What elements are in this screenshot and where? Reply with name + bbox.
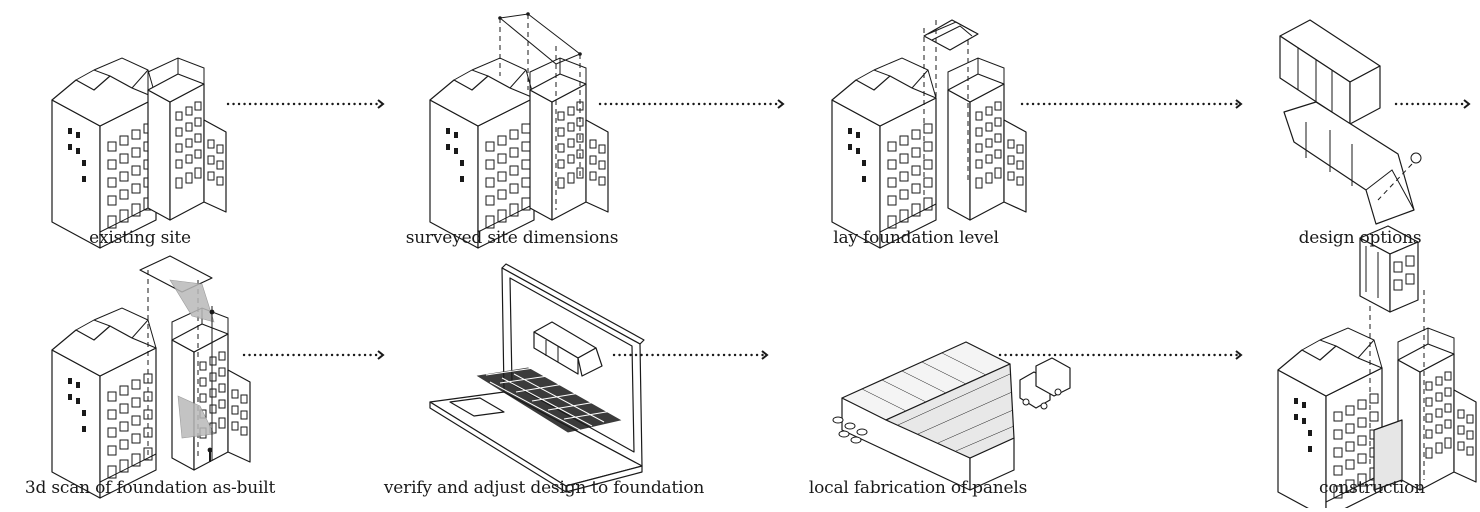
caption-3d-scan: 3d scan of foundation as-built xyxy=(24,478,276,498)
caption-construction: construction xyxy=(1319,478,1425,498)
existing-site-illustration xyxy=(51,57,227,249)
caption-existing-site: existing site xyxy=(89,228,191,248)
caption-lay-foundation-level: lay foundation level xyxy=(833,228,999,248)
caption-local-fabrication: local fabrication of panels xyxy=(808,478,1028,498)
scan-illustration xyxy=(51,255,251,499)
laptop-illustration xyxy=(429,263,645,493)
surveyed-site-illustration xyxy=(429,12,609,249)
caption-design-options: design options xyxy=(1298,228,1422,248)
arrows xyxy=(226,99,1470,360)
foundation-level-illustration xyxy=(831,19,1027,249)
caption-verify-adjust: verify and adjust design to foundation xyxy=(383,478,705,498)
design-options-illustration xyxy=(1279,19,1422,225)
caption-surveyed-site-dimensions: surveyed site dimensions xyxy=(405,228,619,248)
factory-illustration xyxy=(832,341,1071,491)
construction-illustration xyxy=(1277,225,1477,512)
